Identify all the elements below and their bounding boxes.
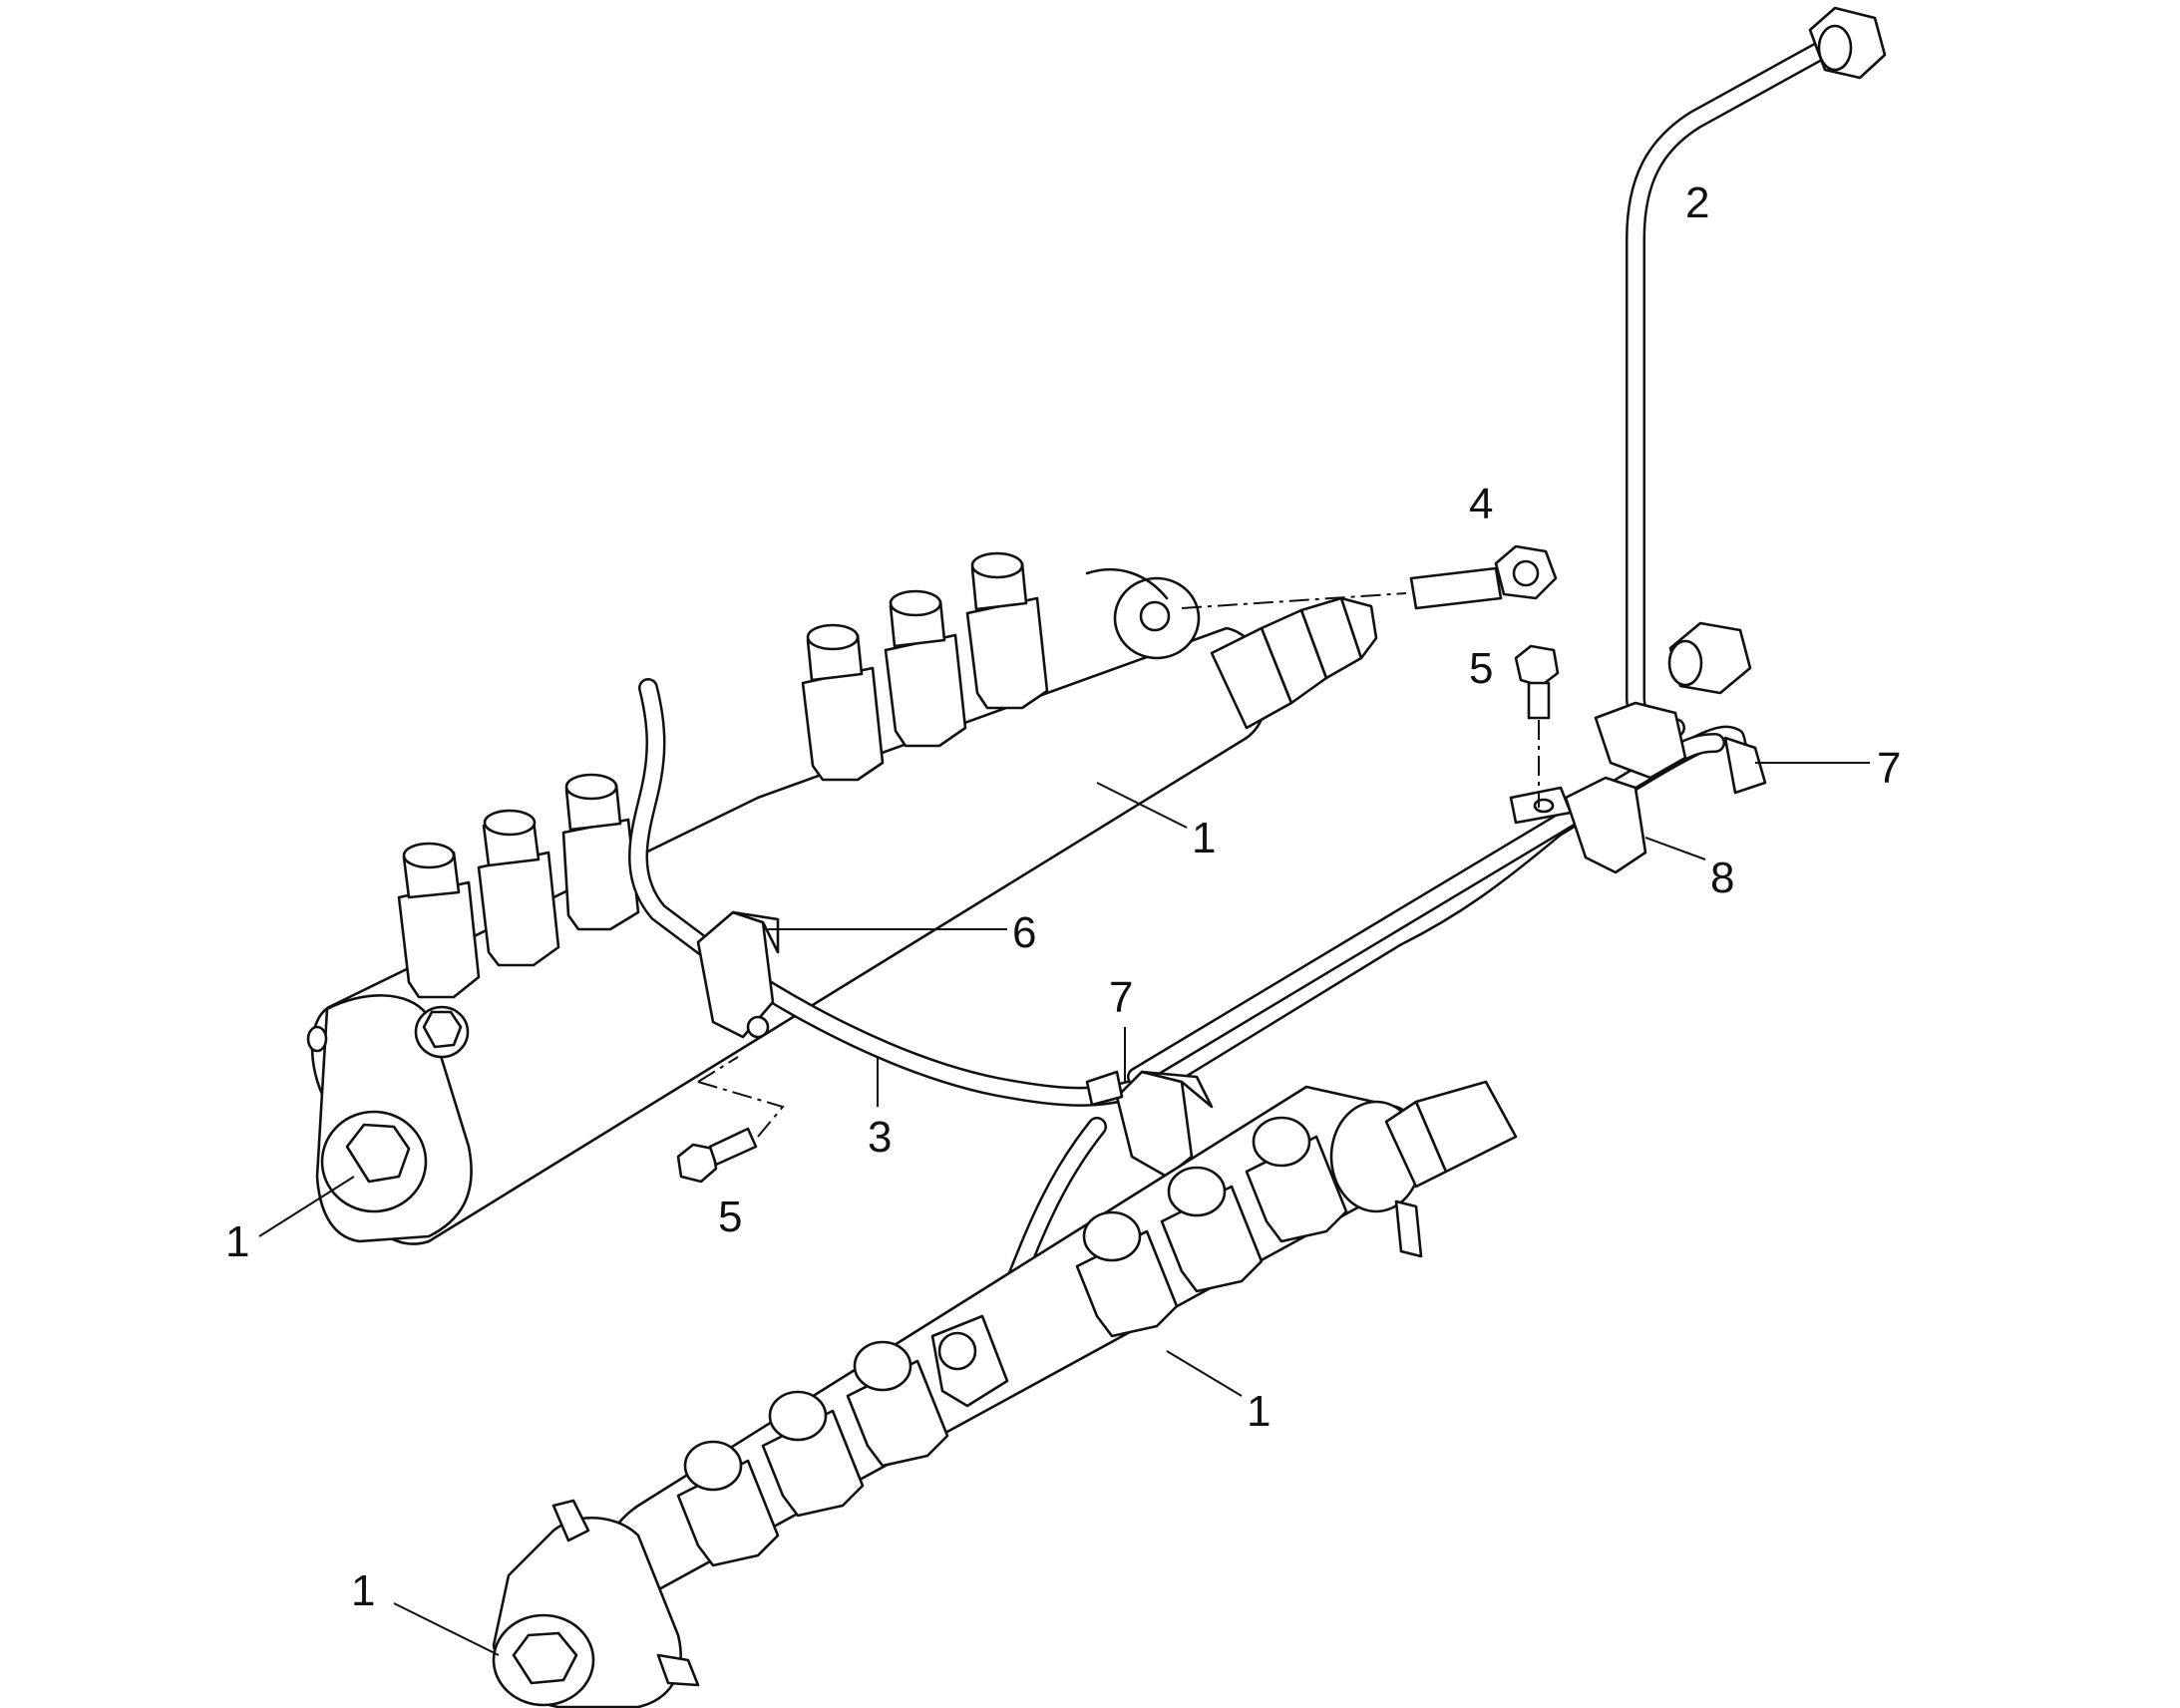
clamp-right bbox=[1594, 701, 1767, 795]
outlet-l2 bbox=[761, 1390, 865, 1518]
outlet-l4 bbox=[1075, 1210, 1179, 1338]
outlet-l1 bbox=[676, 1440, 780, 1567]
outlet-u4 bbox=[801, 623, 885, 782]
bracket-right bbox=[1509, 776, 1647, 874]
outlet-l6 bbox=[1245, 1116, 1348, 1243]
clamp-left bbox=[696, 910, 780, 1039]
outlet-u3 bbox=[561, 773, 640, 931]
callout-bolt-left: 5 bbox=[718, 1193, 742, 1241]
callout-labels: 1 1 1 1 2 3 4 5 5 6 7 7 8 bbox=[225, 178, 1901, 1615]
callout-rail-upper-end: 1 bbox=[225, 1217, 249, 1266]
callout-rail-lower-end: 1 bbox=[351, 1566, 375, 1615]
cross-pipe bbox=[628, 678, 1750, 1366]
lower-rail-outlets bbox=[676, 1080, 1518, 1567]
outlet-l5 bbox=[1160, 1166, 1264, 1293]
callout-rail-upper: 1 bbox=[1192, 814, 1216, 862]
lower-pipe-fitting bbox=[930, 1314, 1009, 1408]
callout-bracket-right: 8 bbox=[1710, 854, 1734, 902]
upper-fuel-rail bbox=[306, 567, 1270, 1245]
bolt-left bbox=[676, 1127, 758, 1184]
pressure-sensor bbox=[1210, 596, 1378, 730]
callout-supply-pipe: 2 bbox=[1685, 178, 1709, 227]
callout-rail-lower: 1 bbox=[1247, 1387, 1271, 1436]
callout-bolt-right: 5 bbox=[1469, 644, 1493, 693]
callout-clamp-right-top: 7 bbox=[1877, 744, 1901, 793]
callout-pressure-sensor-bolt: 4 bbox=[1469, 480, 1493, 528]
callout-cross-pipe: 3 bbox=[868, 1113, 892, 1162]
bolt-right bbox=[1514, 644, 1560, 720]
upper-rail-outlets bbox=[397, 551, 1049, 999]
clamp-middle bbox=[1085, 1070, 1214, 1179]
callout-clamp-left: 6 bbox=[1012, 908, 1036, 957]
alignment-lines bbox=[697, 592, 1540, 1138]
leader-lines bbox=[258, 762, 1870, 1656]
outlet-u1 bbox=[397, 842, 481, 999]
outlet-l3 bbox=[846, 1340, 949, 1468]
pressure-sensor-bolt bbox=[1409, 544, 1558, 610]
supply-pipe bbox=[1626, 6, 1887, 739]
outlet-u6 bbox=[965, 551, 1049, 710]
outlet-u2 bbox=[477, 809, 560, 967]
outlet-u5 bbox=[884, 589, 967, 748]
lower-pressure-valve bbox=[1384, 1080, 1518, 1258]
callout-clamp-middle: 7 bbox=[1109, 973, 1133, 1022]
